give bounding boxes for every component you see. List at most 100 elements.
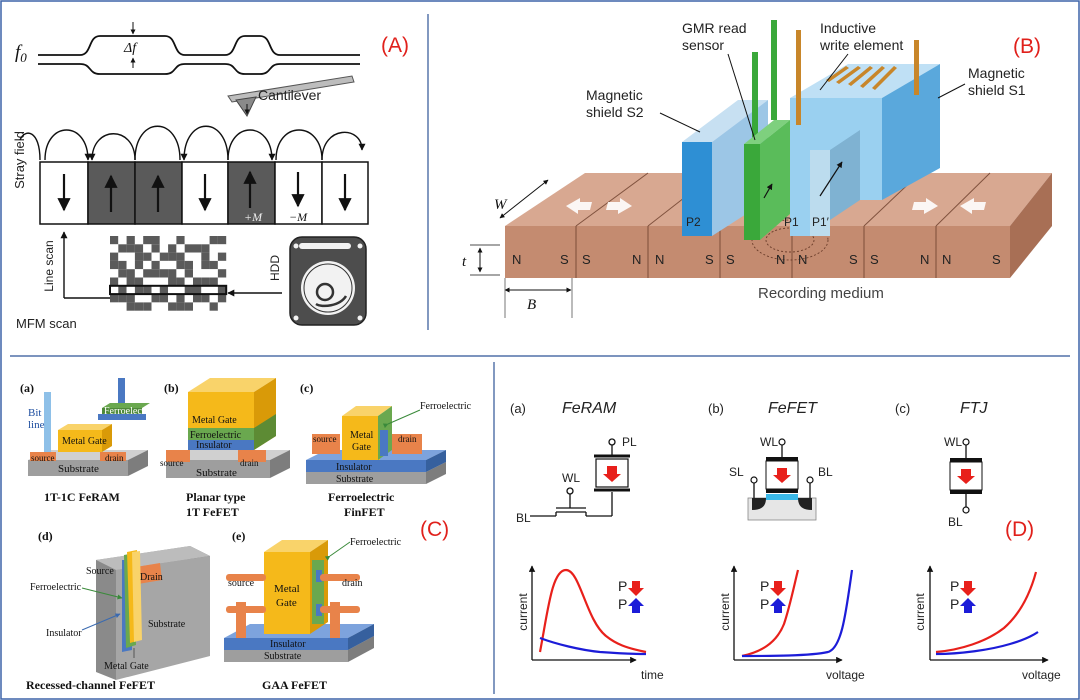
mfm-pixel	[217, 285, 227, 295]
mfm-pixel	[193, 236, 202, 245]
frequency-trace-lower	[38, 63, 360, 75]
hdd-icon	[289, 236, 367, 326]
mfm-pixel	[201, 244, 210, 253]
insulator-label-c: Insulator	[336, 462, 372, 473]
mfm-pixel	[110, 302, 119, 311]
fefet-current-label: current	[718, 593, 732, 631]
mfm-pixel	[168, 285, 177, 295]
legend-ftj-p-down: P	[950, 578, 959, 594]
mfm-pixel	[176, 260, 185, 270]
ferroelectric-label-d: Ferroelectric	[30, 582, 82, 593]
mfm-pixel	[110, 285, 119, 295]
mfm-pixel	[209, 285, 218, 295]
insulator-label-b: Insulator	[196, 440, 232, 451]
mfm-pixel	[134, 260, 144, 270]
sub-c-b: (b)	[164, 381, 179, 395]
mfm-pixel	[110, 252, 119, 261]
sub-c-d: (d)	[38, 529, 53, 543]
mfm-pixel	[110, 277, 119, 286]
metal-gate-label-a: Metal Gate	[62, 436, 107, 447]
mfm-pixel	[143, 285, 152, 295]
mfm-pixel	[176, 236, 185, 245]
mfm-pixel	[118, 269, 127, 278]
mfm-pixel	[201, 252, 210, 261]
ferroelectric-pointer-e	[324, 541, 351, 561]
caption-gaa: GAA FeFET	[262, 678, 327, 692]
mfm-pixel	[201, 302, 210, 311]
mfm-pixel	[217, 269, 227, 278]
mfm-pixel	[110, 294, 119, 303]
mfm-pixel	[143, 277, 152, 286]
mfm-pixel	[126, 277, 135, 286]
stray-field-label: Stray field	[12, 131, 27, 189]
ferroelectric-label-c: Ferroelectric	[420, 401, 472, 412]
mfm-pixel	[184, 269, 193, 278]
substrate-label-d: Substrate	[148, 619, 186, 630]
mfm-scan-label: MFM scan	[16, 316, 77, 331]
svg-text:S: S	[992, 252, 1001, 267]
inductive-leader-line	[819, 53, 849, 91]
gmr-label-line2: sensor	[682, 37, 724, 53]
mfm-pixel	[143, 252, 152, 261]
feram-current-label: current	[516, 593, 530, 631]
mfm-pixel	[126, 236, 135, 245]
device-1t1c-feram: (a) Bit line Ferroelectric Metal Gate so…	[20, 378, 156, 504]
mfm-pixel	[110, 236, 119, 245]
mfm-pixel	[217, 236, 227, 245]
fefet-wl-label: WL	[760, 435, 778, 449]
fefet-device	[747, 438, 817, 521]
drain-label-e: drain	[342, 578, 363, 589]
mfm-pixel	[209, 302, 218, 311]
w-label: W	[494, 197, 508, 213]
mfm-pixel	[134, 302, 144, 311]
shield-s2-label-line1: Magnetic	[586, 87, 643, 103]
mfm-pixel	[168, 252, 177, 261]
panel-a: (A) f0 Δf Cantilever Stray field	[12, 22, 409, 331]
title-fefet: FeFET	[768, 400, 818, 417]
mfm-pixel	[151, 252, 160, 261]
caption-1t1c: 1T-1C FeRAM	[44, 490, 120, 504]
mfm-pixel	[143, 269, 152, 278]
mfm-pixel	[159, 260, 169, 270]
substrate-label-b: Substrate	[196, 467, 237, 479]
mfm-pixel	[143, 260, 152, 270]
mfm-pixel	[217, 244, 227, 253]
mfm-pixel	[126, 302, 135, 311]
insulator-label-d: Insulator	[46, 628, 82, 639]
mfm-pixel	[193, 260, 202, 270]
sub-d-b: (b)	[708, 401, 724, 416]
svg-text:N: N	[798, 252, 807, 267]
sub-c-e: (e)	[232, 529, 245, 543]
legend-ftj-p-up: P	[950, 596, 959, 612]
mfm-pixel	[168, 294, 177, 303]
delta-f-label: Δf	[123, 41, 138, 56]
svg-text:N: N	[655, 252, 664, 267]
mfm-pixel	[134, 236, 144, 245]
drain-label-a: drain	[105, 453, 124, 463]
substrate-label-c: Substrate	[336, 474, 374, 485]
sub-d-c: (c)	[895, 401, 910, 416]
fefet-curve-p-up	[741, 569, 854, 658]
mfm-pixel	[168, 277, 177, 286]
caption-planar-line2: 1T FeFET	[186, 505, 239, 519]
mfm-pixel	[118, 244, 127, 253]
mfm-pixel	[193, 244, 202, 253]
recording-medium-label: Recording medium	[758, 285, 884, 302]
shield-s1-leader-line	[937, 83, 966, 99]
shield-s2-label-line2: shield S2	[586, 104, 644, 120]
mfm-pixel	[134, 252, 144, 261]
mfm-pixel	[176, 252, 185, 261]
ftj-current-label: current	[913, 593, 927, 631]
insulator-pointer-d	[81, 613, 121, 631]
mfm-pixel	[118, 260, 127, 270]
drain-label-b: drain	[240, 458, 259, 468]
mfm-pixel	[159, 252, 169, 261]
p2-label: P2	[686, 215, 701, 229]
legends: P P P P P P	[618, 578, 976, 613]
mfm-pixel	[134, 294, 144, 303]
mfm-pixel	[201, 236, 210, 245]
shield-s2-leader-line	[659, 112, 701, 133]
mfm-pixel	[193, 269, 202, 278]
